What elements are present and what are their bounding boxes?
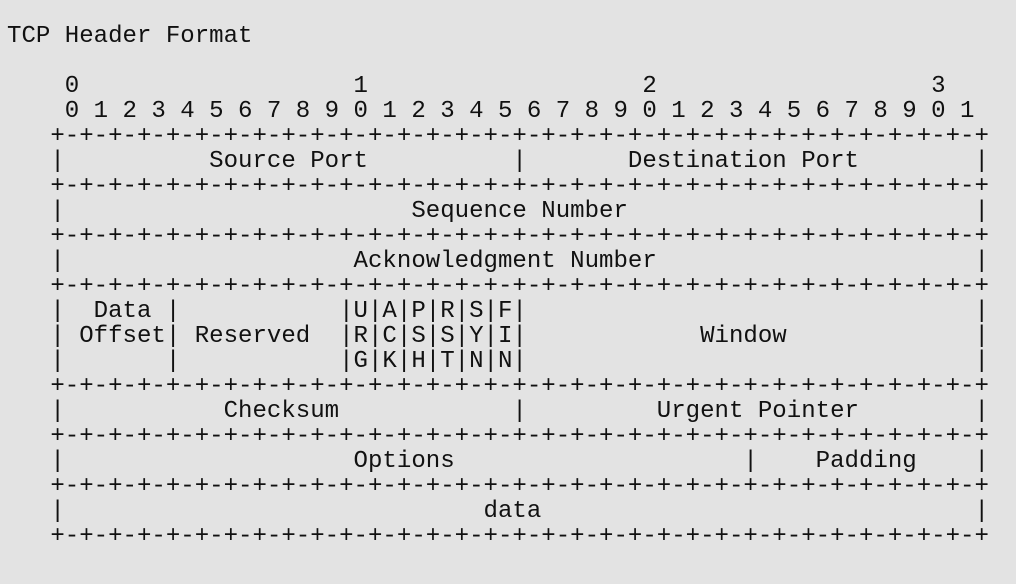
- row-separator: +-+-+-+-+-+-+-+-+-+-+-+-+-+-+-+-+-+-+-+-…: [7, 273, 989, 300]
- bit-ruler-ones: 0 1 2 3 4 5 6 7 8 9 0 1 2 3 4 5 6 7 8 9 …: [7, 98, 975, 125]
- data-row: | data |: [7, 498, 989, 525]
- ports-row: | Source Port | Destination Port |: [7, 148, 989, 175]
- row-separator: +-+-+-+-+-+-+-+-+-+-+-+-+-+-+-+-+-+-+-+-…: [7, 473, 989, 500]
- flags-row-line-1: | Data | |U|A|P|R|S|F| |: [7, 298, 989, 325]
- acknowledgment-number-row: | Acknowledgment Number |: [7, 248, 989, 275]
- row-separator: +-+-+-+-+-+-+-+-+-+-+-+-+-+-+-+-+-+-+-+-…: [7, 423, 989, 450]
- tcp-header-document: TCP Header Format 0 1 2 3 0 1 2 3 4 5 6 …: [7, 24, 1007, 549]
- flags-row-line-3: | | |G|K|H|T|N|N| |: [7, 348, 989, 375]
- checksum-row: | Checksum | Urgent Pointer |: [7, 398, 989, 425]
- row-separator: +-+-+-+-+-+-+-+-+-+-+-+-+-+-+-+-+-+-+-+-…: [7, 523, 989, 550]
- options-row: | Options | Padding |: [7, 448, 989, 475]
- flags-row-line-2: | Offset| Reserved |R|C|S|S|Y|I| Window …: [7, 323, 989, 350]
- row-separator: +-+-+-+-+-+-+-+-+-+-+-+-+-+-+-+-+-+-+-+-…: [7, 223, 989, 250]
- bit-ruler-tens: 0 1 2 3: [7, 73, 946, 100]
- sequence-number-row: | Sequence Number |: [7, 198, 989, 225]
- row-separator: +-+-+-+-+-+-+-+-+-+-+-+-+-+-+-+-+-+-+-+-…: [7, 373, 989, 400]
- row-separator: +-+-+-+-+-+-+-+-+-+-+-+-+-+-+-+-+-+-+-+-…: [7, 123, 989, 150]
- document-title: TCP Header Format: [7, 23, 253, 50]
- row-separator: +-+-+-+-+-+-+-+-+-+-+-+-+-+-+-+-+-+-+-+-…: [7, 173, 989, 200]
